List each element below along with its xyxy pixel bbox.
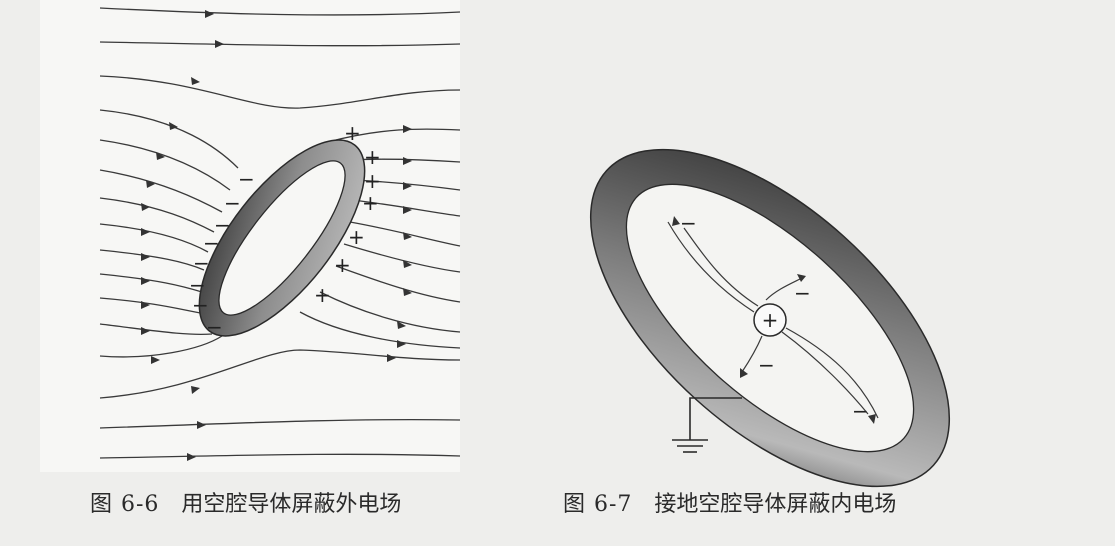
field-lines: [99, 7, 461, 459]
arrow-head: [141, 253, 150, 261]
figure-number: 图 6-7: [563, 492, 633, 517]
arrow-head: [169, 122, 178, 130]
arrow-head: [187, 453, 196, 461]
arrow-head: [141, 327, 150, 335]
negative-charge: −: [193, 251, 210, 275]
arrow-head: [141, 277, 150, 285]
field-line: [335, 265, 461, 303]
field-line: [99, 297, 207, 315]
arrow-head: [197, 421, 206, 429]
field-line: [351, 179, 461, 191]
field-line: [343, 243, 461, 273]
field-line: [99, 139, 231, 191]
arrow-head: [397, 340, 406, 348]
arrow-head: [403, 125, 412, 133]
negative-charge: −: [214, 213, 231, 237]
arrow-head: [403, 157, 412, 165]
arrow-head: [868, 414, 876, 424]
field-line: [99, 323, 213, 336]
arrow-head: [403, 232, 412, 240]
field-line: [99, 75, 461, 109]
arrow-head: [797, 274, 806, 282]
positive-charge: +: [362, 191, 379, 215]
cavity-interior: [218, 160, 346, 316]
field-line: [99, 41, 461, 47]
field-line: [99, 109, 239, 169]
figure-title: 接地空腔导体屏蔽内电场: [654, 492, 897, 517]
field-line: [351, 199, 461, 217]
figure-caption-6-6: 图 6-6 用空腔导体屏蔽外电场: [90, 486, 401, 518]
field-line: [99, 453, 461, 459]
negative-charge: −: [203, 231, 220, 255]
field-line: [99, 249, 205, 271]
arrow-head: [146, 180, 155, 188]
field-line: [683, 227, 759, 307]
figure-number: 图 6-6: [90, 492, 160, 517]
internal-field-lines: [667, 221, 879, 419]
field-line: [99, 418, 461, 429]
arrow-head: [403, 260, 412, 268]
positive-charge: +: [364, 169, 381, 193]
positive-charge: +: [314, 283, 331, 307]
positive-charge: +: [344, 121, 361, 145]
arrow-head: [151, 356, 160, 364]
field-arrows: [141, 10, 412, 461]
ground-symbol: [672, 397, 742, 453]
figure-caption-6-7: 图 6-7 接地空腔导体屏蔽内电场: [563, 486, 896, 518]
arrow-head: [215, 40, 224, 48]
field-line: [299, 311, 461, 349]
field-line: [99, 349, 461, 399]
negative-charge: −: [224, 191, 241, 215]
cavity-conductor-left: [198, 139, 366, 337]
negative-charge: −: [852, 399, 869, 423]
negative-charge: −: [758, 353, 775, 377]
arrow-head: [672, 216, 680, 226]
field-line: [349, 221, 461, 247]
field-line: [667, 221, 755, 313]
negative-charge: −: [794, 281, 811, 305]
positive-charge: +: [334, 253, 351, 277]
field-line: [99, 169, 223, 213]
positive-charge: +: [364, 145, 381, 169]
arrow-head: [191, 386, 200, 394]
negative-charge: −: [680, 211, 697, 235]
arrow-head: [141, 301, 150, 309]
arrow-head: [403, 206, 412, 214]
field-line: [765, 277, 803, 301]
center-charge-sign: +: [762, 308, 779, 332]
arrow-head: [141, 228, 150, 236]
arrow-head: [403, 182, 412, 190]
negative-charge: −: [189, 273, 206, 297]
arrow-head: [191, 77, 200, 85]
arrow-head: [387, 354, 396, 362]
arrow-head: [740, 368, 748, 378]
central-charge: +: [753, 303, 787, 337]
field-line: [785, 327, 879, 419]
field-line: [99, 223, 209, 253]
arrow-head: [403, 288, 412, 296]
arrow-head: [205, 10, 214, 18]
field-line: [741, 335, 763, 373]
field-line: [781, 331, 869, 415]
induced-charges-right: − − − −: [680, 211, 869, 423]
arrow-head: [141, 203, 150, 211]
internal-arrows: [672, 216, 876, 424]
negative-charge: −: [192, 293, 209, 317]
negative-charge: −: [206, 315, 223, 339]
field-line: [99, 7, 461, 16]
arrow-head: [397, 321, 406, 329]
field-line: [99, 197, 215, 233]
positive-charge: +: [348, 225, 365, 249]
field-line: [327, 128, 461, 143]
negative-charge: −: [238, 167, 255, 191]
field-line: [99, 335, 223, 358]
figure-title: 用空腔导体屏蔽外电场: [181, 492, 402, 517]
field-line: [99, 273, 203, 293]
field-line: [319, 291, 461, 333]
induced-charges-left: − − − − − − − − + + + + + + +: [189, 121, 381, 339]
arrow-head: [156, 152, 165, 160]
